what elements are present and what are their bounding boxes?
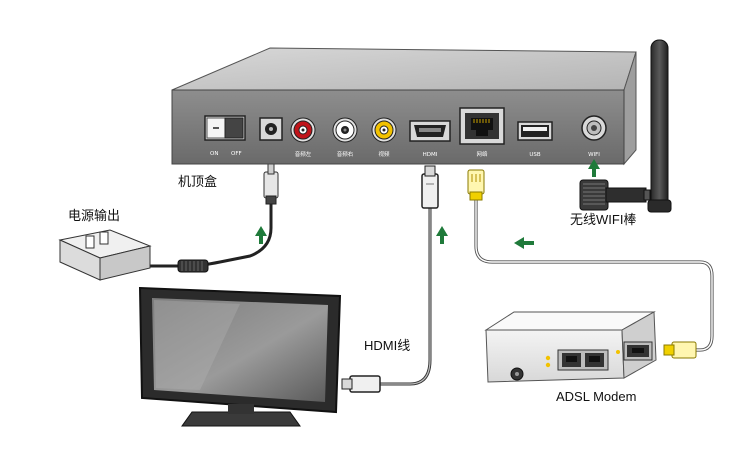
rca-jack-icon [332,117,358,143]
ethernet-cable [474,198,714,352]
usb-port-icon [517,121,553,141]
port-label-wifi: WIFI [588,152,600,158]
wifi-stick-label: 无线WIFI棒 [570,212,636,227]
port-label-off: OFF [231,151,242,157]
rca-jack-icon [371,117,397,143]
arrow-up-icon [588,159,600,177]
port-label-hdmi: HDMI [423,152,438,158]
rj45-port-icon [459,107,505,145]
adsl-modem [484,311,657,383]
hdmi-plug-top-icon [421,165,439,209]
hdmi-cable-label: HDMI线 [364,338,410,353]
power-output-label: 电源输出 [68,208,120,223]
arrow-up-icon [436,226,448,244]
antenna-icon [647,39,672,213]
hdmi-cable [380,208,432,386]
hdmi-port-icon [409,120,451,142]
rca-jack-icon [290,117,316,143]
dc-plug-icon [263,163,279,205]
power-adapter [58,229,152,281]
port-label-audio-right: 音频右 [337,150,354,158]
port-label-network: 网络 [476,150,488,158]
dc-jack-icon [259,117,283,141]
port-label-video: 视频 [378,150,390,158]
hdmi-plug-tv-icon [341,375,381,393]
port-label-on: ON [210,151,218,157]
tv-icon [138,286,342,427]
power-cable [150,200,273,273]
antenna-port-icon [581,115,607,141]
set-top-box-label: 机顶盒 [178,174,217,189]
port-label-usb: USB [529,152,541,158]
wifi-stick-icon [579,179,651,211]
rj45-plug-modem-icon [663,341,697,359]
rj45-plug-top-icon [467,169,485,201]
arrow-up-icon [255,226,267,244]
set-top-box [171,47,637,166]
port-label-audio-left: 音频左 [295,150,312,158]
arrow-left-icon [514,237,534,249]
modem-label: ADSL Modem [556,389,636,404]
power-switch-icon [204,115,246,141]
